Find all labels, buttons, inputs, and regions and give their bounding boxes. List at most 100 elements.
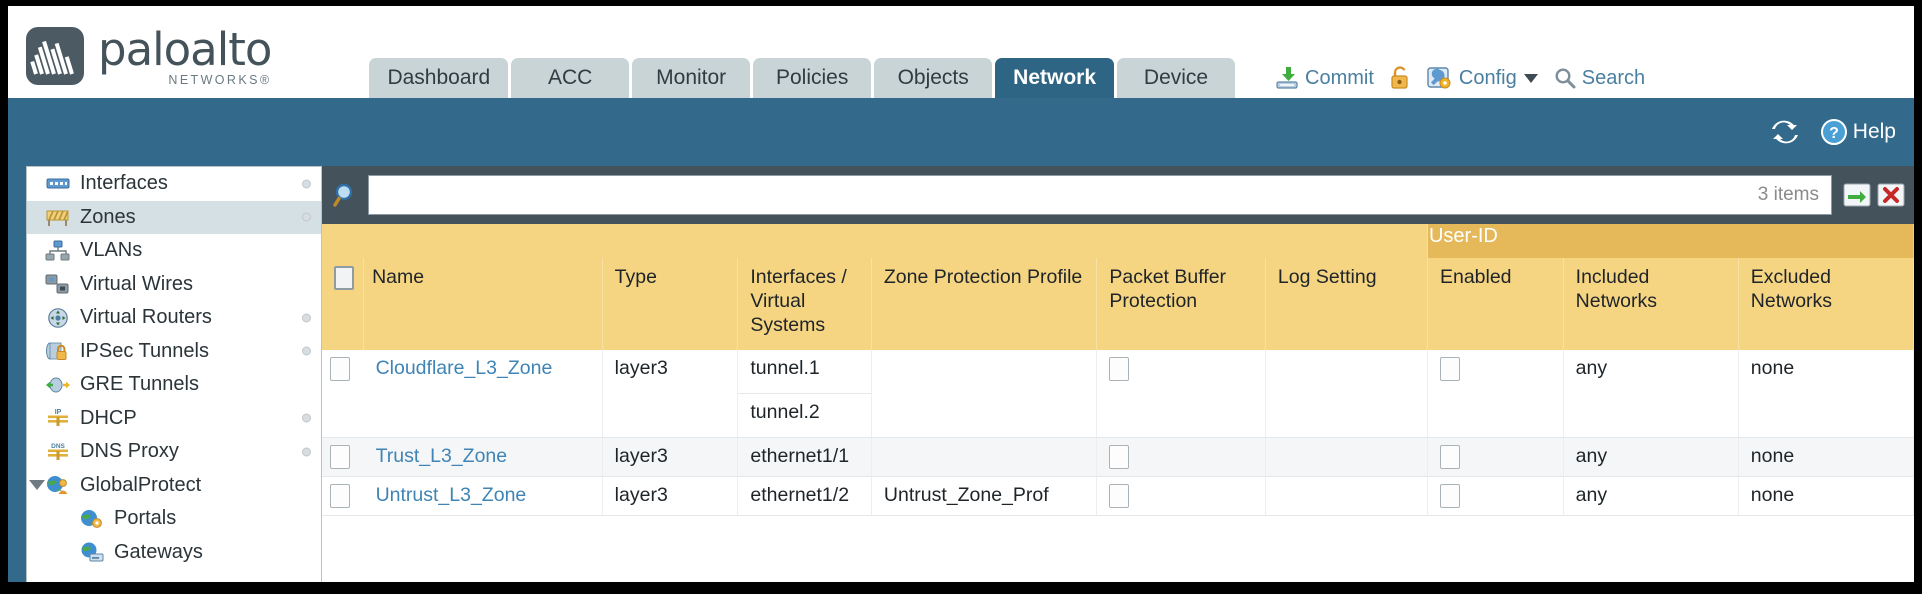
zones-icon (45, 206, 71, 228)
zones-table-wrap: User-ID Name Type Interfaces / Virtual S… (322, 224, 1914, 582)
column-header-packet-buffer[interactable]: Packet Buffer Protection (1096, 258, 1266, 350)
virtual-routers-icon (45, 307, 71, 329)
interface-item: tunnel.2 (750, 401, 820, 423)
zone-name-link[interactable]: Cloudflare_L3_Zone (375, 357, 553, 379)
table-row[interactable]: Cloudflare_L3_Zone layer3 tunnel.1 tunne… (322, 350, 1914, 438)
brand-logo[interactable]: paloalto NETWORKS® (26, 27, 272, 87)
column-header-type[interactable]: Type (602, 258, 739, 350)
sidebar-item-vlans[interactable]: VLANs (27, 234, 321, 268)
zone-name-link[interactable]: Untrust_L3_Zone (375, 484, 527, 506)
cell-log-setting (1265, 350, 1428, 438)
packet-buffer-checkbox[interactable] (1109, 484, 1130, 508)
sidebar-item-label: GlobalProtect (80, 473, 202, 496)
sidebar-item-dhcp[interactable]: IP DHCP (27, 402, 321, 436)
enabled-checkbox[interactable] (1439, 357, 1460, 381)
sidebar-item-globalprotect[interactable]: GlobalProtect (27, 469, 321, 503)
row-select-cell (322, 350, 364, 438)
column-header-excluded-networks[interactable]: Excluded Networks (1738, 258, 1914, 350)
dhcp-icon: IP (45, 407, 71, 429)
sidebar-item-label: Portals (114, 507, 177, 530)
sidebar-item-portals[interactable]: Portals (27, 502, 321, 536)
vlans-icon (45, 240, 71, 262)
commit-button[interactable]: Commit (1274, 65, 1374, 91)
svg-text:DNS: DNS (51, 443, 65, 450)
sidebar-item-interfaces[interactable]: Interfaces (27, 167, 321, 201)
tab-policies[interactable]: Policies (753, 58, 872, 98)
sidebar-item-gre-tunnels[interactable]: GRE Tunnels (27, 368, 321, 402)
clear-filter-button[interactable] (1876, 180, 1906, 210)
filter-bar: 3 items (322, 166, 1914, 224)
cell-enabled (1427, 350, 1564, 438)
column-header-included-networks[interactable]: Included Networks (1563, 258, 1739, 350)
chevron-down-icon (1523, 73, 1538, 83)
cell-interfaces: ethernet1/2 (737, 476, 872, 516)
cell-name: Trust_L3_Zone (363, 437, 603, 477)
row-checkbox[interactable] (330, 484, 350, 508)
tab-network[interactable]: Network (995, 58, 1115, 98)
zone-name-link[interactable]: Trust_L3_Zone (375, 445, 508, 467)
row-checkbox[interactable] (330, 357, 350, 381)
sidebar-status-dot (302, 413, 311, 423)
tab-objects[interactable]: Objects (874, 58, 993, 98)
expander-triangle-icon[interactable] (29, 480, 45, 491)
cell-included-networks: any (1563, 437, 1739, 477)
main-panel: 3 items (322, 166, 1914, 582)
sidebar-item-dns-proxy[interactable]: DNS DNS Proxy (27, 435, 321, 469)
sidebar-item-label: Virtual Routers (80, 306, 212, 329)
top-bar: paloalto NETWORKS® Dashboard ACC Monitor… (8, 6, 1914, 98)
packet-buffer-checkbox[interactable] (1109, 357, 1130, 381)
sidebar-item-label: VLANs (80, 239, 143, 262)
lock-button[interactable] (1389, 65, 1411, 91)
select-all-checkbox[interactable] (334, 266, 354, 290)
row-select-cell (322, 476, 364, 516)
portals-icon (79, 508, 105, 530)
config-menu[interactable]: Config (1426, 65, 1538, 91)
config-wrench-icon (1426, 65, 1454, 91)
tab-monitor[interactable]: Monitor (632, 58, 751, 98)
row-select-cell (322, 437, 364, 477)
search-button[interactable]: Search (1553, 66, 1645, 90)
sidebar-item-label: DNS Proxy (80, 440, 179, 463)
sidebar-item-ipsec-tunnels[interactable]: IPSec Tunnels (27, 335, 321, 369)
enabled-checkbox[interactable] (1439, 484, 1460, 508)
column-header-name[interactable]: Name (363, 258, 603, 350)
column-header-interfaces[interactable]: Interfaces / Virtual Systems (737, 258, 872, 350)
enabled-checkbox[interactable] (1439, 445, 1460, 469)
filter-magnifier-icon[interactable] (332, 181, 360, 209)
table-row[interactable]: Untrust_L3_Zone layer3 ethernet1/2 Untru… (322, 476, 1914, 516)
cell-included-networks: any (1563, 476, 1739, 516)
gre-tunnels-icon (45, 374, 71, 396)
row-checkbox[interactable] (330, 445, 350, 469)
help-button[interactable]: ? Help (1820, 118, 1896, 146)
search-field-wrap[interactable]: 3 items (368, 175, 1832, 215)
main-tabs: Dashboard ACC Monitor Policies Objects N… (369, 58, 1238, 98)
cell-zone-protection: Untrust_Zone_Prof (871, 476, 1098, 516)
packet-buffer-checkbox[interactable] (1109, 445, 1130, 469)
items-count: 3 items (1757, 184, 1819, 205)
sidebar-item-virtual-wires[interactable]: Virtual Wires (27, 268, 321, 302)
top-toolbar: Commit (1274, 65, 1660, 91)
column-header-log-setting[interactable]: Log Setting (1265, 258, 1428, 350)
tab-acc[interactable]: ACC (511, 58, 630, 98)
cell-zone-protection (871, 437, 1098, 477)
cell-enabled (1427, 476, 1564, 516)
gateways-icon (79, 541, 105, 563)
table-row[interactable]: Trust_L3_Zone layer3 ethernet1/1 (322, 437, 1914, 477)
column-header-zone-protection[interactable]: Zone Protection Profile (871, 258, 1098, 350)
apply-filter-button[interactable] (1842, 180, 1872, 210)
select-all-header (322, 258, 365, 350)
refresh-icon[interactable] (1770, 118, 1800, 146)
tab-device[interactable]: Device (1117, 58, 1236, 98)
cell-excluded-networks: none (1738, 350, 1914, 438)
search-input[interactable] (369, 176, 1758, 214)
commit-icon (1274, 65, 1300, 91)
sidebar-item-label: Gateways (114, 540, 203, 563)
column-header-enabled[interactable]: Enabled (1427, 258, 1564, 350)
sidebar-item-zones[interactable]: Zones (27, 200, 321, 234)
help-label: Help (1852, 120, 1896, 143)
sidebar-item-gateways[interactable]: Gateways (27, 536, 321, 570)
tab-dashboard[interactable]: Dashboard (369, 58, 509, 98)
cell-packet-buffer (1096, 476, 1266, 516)
sidebar-item-virtual-routers[interactable]: Virtual Routers (27, 301, 321, 335)
